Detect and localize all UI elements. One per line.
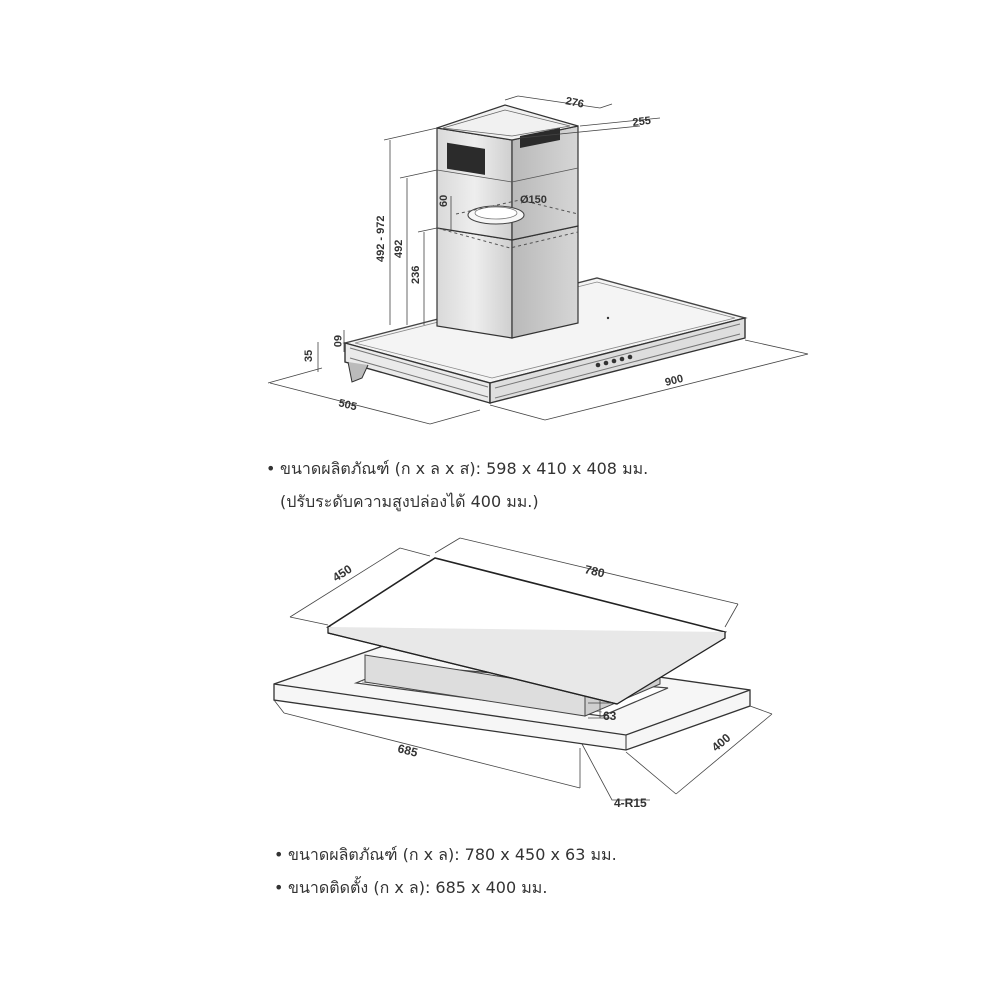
dim-400: 400 [709,730,734,754]
hob-spec-size-text: ขนาดผลิตภัณฑ์ (ก x ล): 780 x 450 x 63 มม… [288,845,617,864]
dim-685: 685 [396,741,419,760]
dim-505: 505 [337,397,358,413]
bullet: • [266,459,276,478]
dim-60-top: 60 [438,195,450,207]
hood-dimension-lines [267,95,809,425]
hob-drawing [273,537,773,801]
hob-spec-size: •ขนาดผลิตภัณฑ์ (ก x ล): 780 x 450 x 63 ม… [274,845,617,865]
bullet: • [274,845,284,864]
dim-780: 780 [583,562,606,580]
dim-4-r15: 4-R15 [614,796,647,810]
dim-492-972: 492 - 972 [375,216,387,262]
hood-spec-size-text: ขนาดผลิตภัณฑ์ (ก x ล x ส): 598 x 410 x 4… [280,459,649,478]
dim-35: 35 [303,350,315,362]
dim-255: 255 [632,115,652,129]
dim-60-lower: 60 [331,335,343,347]
hood-spec-size: •ขนาดผลิตภัณฑ์ (ก x ล x ส): 598 x 410 x … [266,459,648,479]
hood-spec-adjust: (ปรับระดับความสูงปล่องได้ 400 มม.) [280,492,539,512]
dim-63: 63 [603,709,617,723]
dim-900: 900 [664,373,685,389]
range-hood-drawing [267,95,809,425]
hob-dimension-lines [273,537,773,801]
dim-236: 236 [410,266,422,284]
dim-492: 492 [393,240,405,258]
dim-276: 276 [564,95,584,111]
hood-spec-adjust-text: (ปรับระดับความสูงปล่องได้ 400 มม.) [280,492,539,511]
dim-450: 450 [330,562,355,585]
hob-spec-install: •ขนาดติดตั้ง (ก x ล): 685 x 400 มม. [274,878,547,898]
bullet: • [274,878,284,897]
dim-duct-150: Ø150 [520,194,547,206]
control-buttons [595,316,633,368]
hob-spec-install-text: ขนาดติดตั้ง (ก x ล): 685 x 400 มม. [288,878,548,897]
